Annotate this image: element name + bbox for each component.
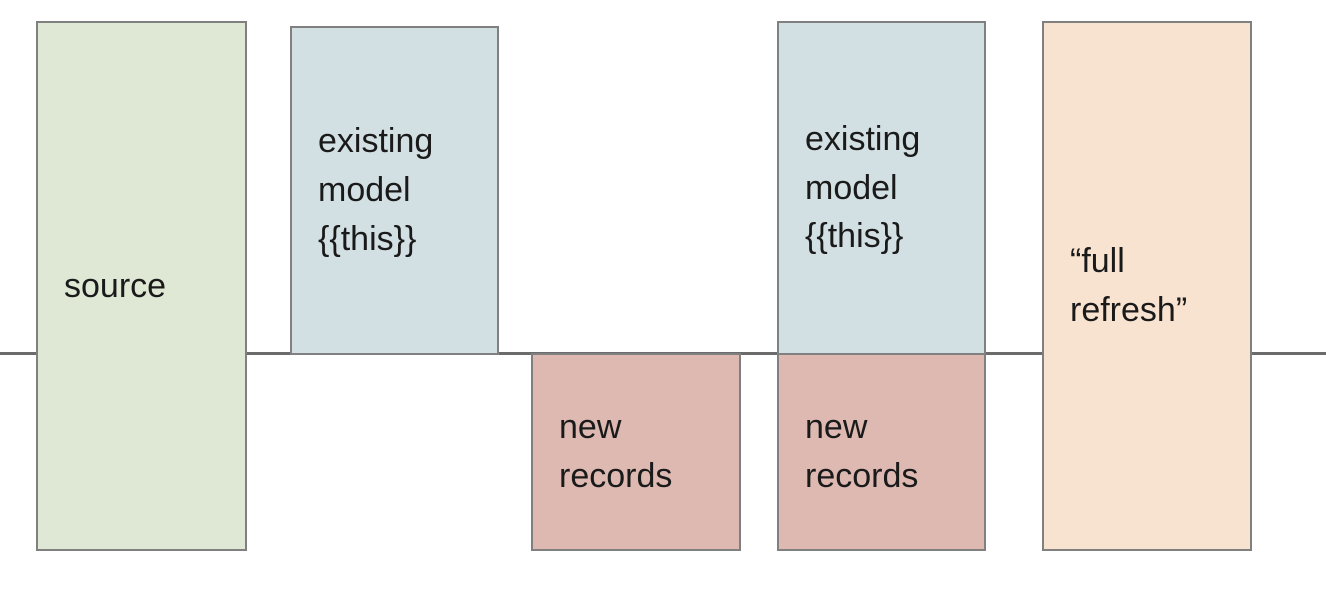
box-full-refresh-label: “full refresh” (1070, 242, 1188, 329)
box-source[interactable]: source (36, 21, 247, 551)
box-existing-model-2[interactable]: existing model {{this}} (777, 21, 986, 355)
box-new-records-2-label: new records (805, 408, 919, 495)
box-existing-model-1-label: existing model {{this}} (318, 122, 434, 258)
box-new-records-1-label: new records (559, 408, 673, 495)
box-source-label: source (64, 266, 167, 305)
box-full-refresh[interactable]: “full refresh” (1042, 21, 1252, 551)
box-new-records-1[interactable]: new records (531, 353, 741, 551)
box-existing-model-1[interactable]: existing model {{this}} (290, 26, 499, 355)
box-new-records-2[interactable]: new records (777, 353, 986, 551)
box-existing-model-2-label: existing model {{this}} (805, 119, 921, 256)
